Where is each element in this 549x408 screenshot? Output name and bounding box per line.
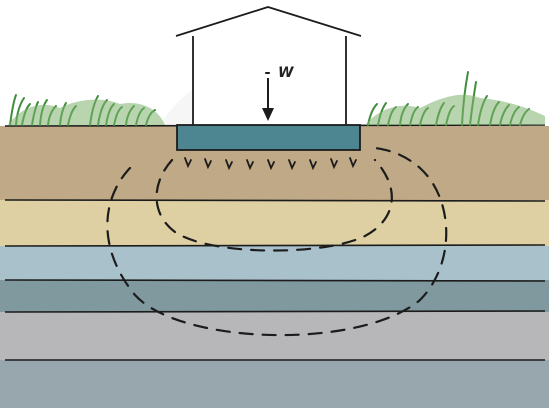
soil-layer-clay <box>0 246 549 280</box>
pressure-bulb-icon <box>106 146 448 337</box>
soil-layer-sand <box>0 200 549 246</box>
load-label: W <box>278 65 294 81</box>
layer-boundaries <box>4 124 546 361</box>
foundation-contact-stress <box>184 157 357 171</box>
soil-profile <box>0 126 549 408</box>
soil-layer-silt <box>0 280 549 312</box>
pressure-bulb-outer <box>106 146 448 337</box>
house-icon <box>175 6 362 127</box>
layer-boundary <box>4 199 546 202</box>
foundation-slab <box>176 124 361 151</box>
arrow-down-icon <box>262 72 274 121</box>
house-roof <box>175 6 362 37</box>
layer-boundary <box>4 310 546 313</box>
layer-boundary <box>4 279 546 282</box>
layer-boundary <box>4 244 546 247</box>
grass-fill <box>8 94 545 125</box>
pressure-bulb-inner <box>155 158 393 252</box>
soil-layer-bedrock <box>0 360 549 408</box>
